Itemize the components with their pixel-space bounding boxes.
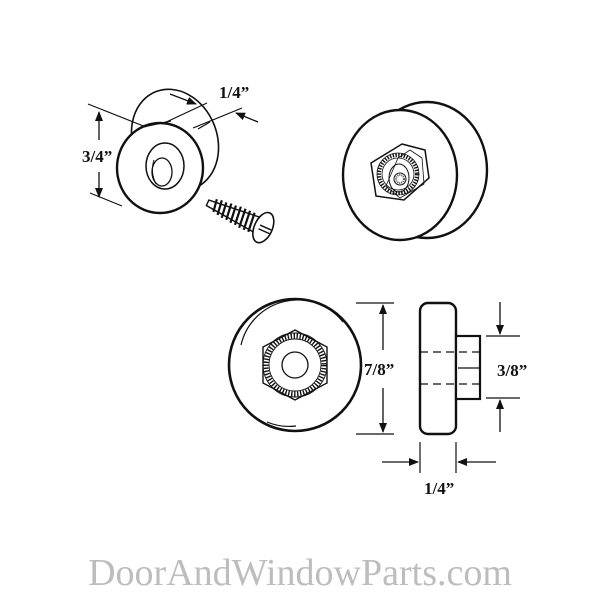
hub-diameter-label: 3/8” — [497, 361, 527, 380]
spacer-diameter-label: 3/4” — [82, 147, 112, 166]
watermark: DoorAndWindowParts.com — [88, 552, 512, 594]
side-view — [418, 301, 482, 436]
isometric-spacer-view: 3/4” 1/4” — [82, 83, 259, 215]
front-view — [227, 297, 363, 433]
screw-view — [205, 198, 275, 244]
roller-diameter-label: 7/8” — [364, 360, 394, 379]
roller-thickness-label: 1/4” — [424, 479, 454, 498]
roller-thickness-dimension: 1/4” — [382, 442, 496, 498]
spacer-thickness-label: 1/4” — [219, 83, 249, 102]
isometric-roller-view — [341, 100, 489, 242]
roller-diameter-dimension: 7/8” — [356, 302, 394, 435]
hub-diameter-dimension: 3/8” — [486, 302, 527, 432]
